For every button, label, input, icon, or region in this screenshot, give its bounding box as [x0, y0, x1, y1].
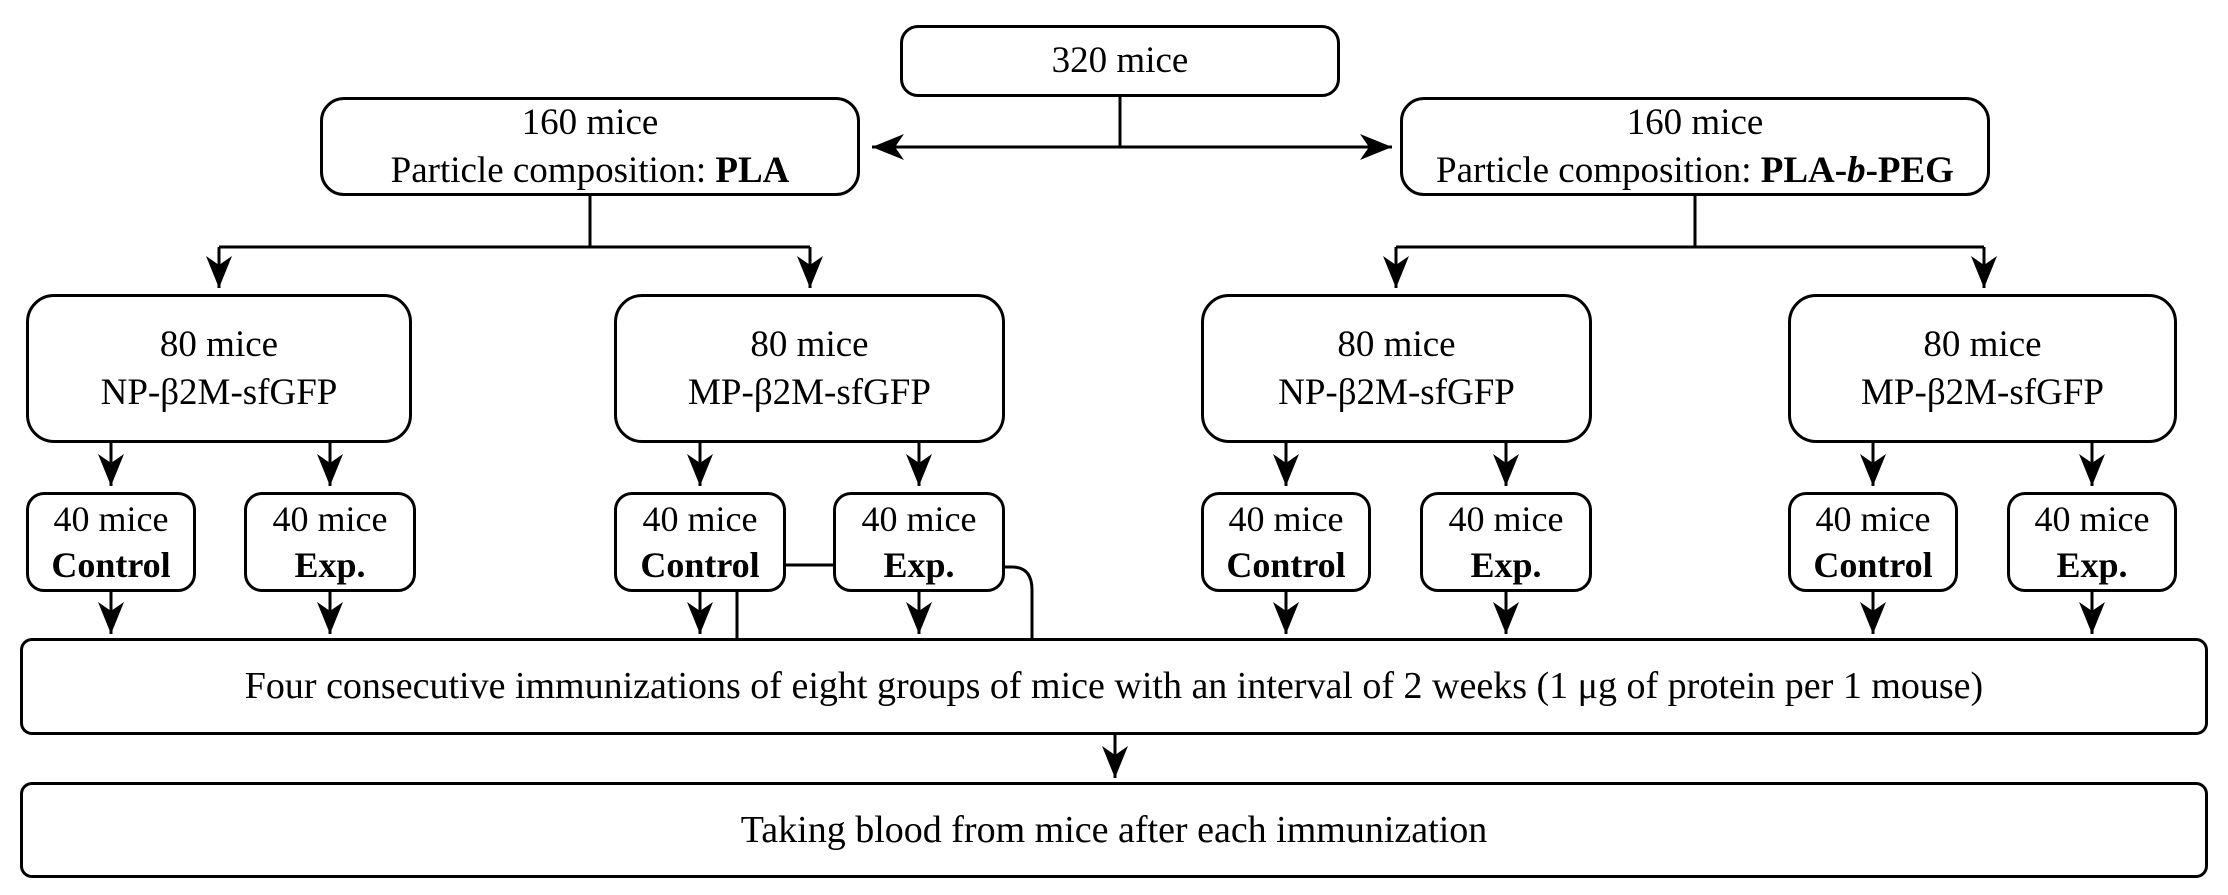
- group-label: Exp.: [294, 545, 366, 585]
- blood-sampling-text: Taking blood from mice after each immuni…: [740, 808, 1488, 851]
- pla-b-peg-mice-count: 160 mice: [1626, 102, 1764, 144]
- node-group-control-4: 40 mice Control: [1788, 492, 1958, 592]
- total-mice-count: 320 mice: [1051, 40, 1189, 82]
- pla-b-peg-composition-label: Particle composition: PLA-b-PEG: [1436, 149, 1954, 191]
- node-mp-pla-b-peg: 80 mice MP-β2M-sfGFP: [1788, 294, 2177, 443]
- particle-name: MP-β2M-sfGFP: [688, 371, 931, 413]
- group-label: Exp.: [2056, 545, 2128, 585]
- group-label: Exp.: [1470, 545, 1542, 585]
- group-label: Control: [1813, 545, 1933, 585]
- group-label: Control: [51, 545, 171, 585]
- connector-root-to-branches: [872, 97, 1392, 160]
- node-group-exp-4: 40 mice Exp.: [2007, 492, 2177, 592]
- particle-name: NP-β2M-sfGFP: [1278, 371, 1515, 413]
- pla-composition-label: Particle composition: PLA: [390, 149, 790, 191]
- node-total-mice: 320 mice: [900, 25, 1340, 97]
- group-label: Control: [1226, 545, 1346, 585]
- node-np-pla: 80 mice NP-β2M-sfGFP: [26, 294, 412, 443]
- pla-mice-count: 160 mice: [521, 102, 659, 144]
- immunization-text: Four consecutive immunizations of eight …: [244, 665, 1984, 708]
- node-np-pla-b-peg: 80 mice NP-β2M-sfGFP: [1201, 294, 1592, 443]
- connector-groups-to-immunization: [98, 592, 2105, 634]
- node-group-control-3: 40 mice Control: [1201, 492, 1371, 592]
- node-group-exp-2: 40 mice Exp.: [833, 492, 1005, 592]
- node-group-exp-3: 40 mice Exp.: [1420, 492, 1592, 592]
- node-group-control-1: 40 mice Control: [26, 492, 196, 592]
- node-group-control-2: 40 mice Control: [614, 492, 786, 592]
- box-immunization-step: Four consecutive immunizations of eight …: [20, 638, 2208, 735]
- node-mp-pla: 80 mice MP-β2M-sfGFP: [614, 294, 1005, 443]
- connector-pla-b-peg-to-particles: [1383, 196, 1997, 288]
- connector-control-exp-links: [735, 563, 1034, 638]
- particle-name: NP-β2M-sfGFP: [100, 371, 338, 413]
- group-label: Control: [640, 545, 760, 585]
- connector-particles-to-groups: [98, 443, 2105, 486]
- node-group-exp-1: 40 mice Exp.: [244, 492, 416, 592]
- particle-name: MP-β2M-sfGFP: [1861, 371, 2104, 413]
- pla-material: PLA: [715, 149, 790, 191]
- connector-pla-to-particles: [206, 196, 823, 288]
- group-label: Exp.: [883, 545, 955, 585]
- node-composition-pla: 160 mice Particle composition: PLA: [320, 97, 860, 196]
- box-blood-sampling-step: Taking blood from mice after each immuni…: [20, 782, 2208, 878]
- node-composition-pla-b-peg: 160 mice Particle composition: PLA-b-PEG: [1400, 97, 1990, 196]
